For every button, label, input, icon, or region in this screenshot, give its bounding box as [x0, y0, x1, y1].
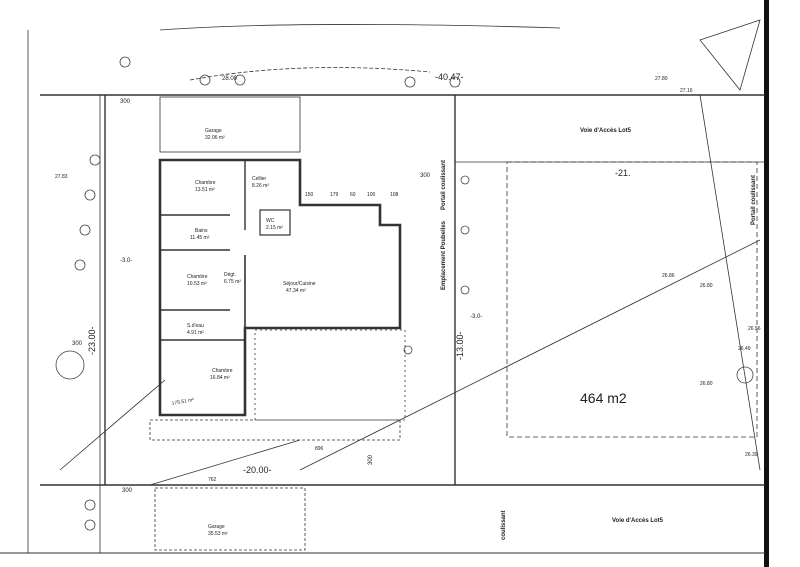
room-area: 4.91 m² [187, 330, 204, 336]
room-labels: Garage 32.06 m² Chambre 13.51 m² Cellier… [187, 128, 316, 537]
room-name: Chambre [212, 368, 233, 374]
level-label: -40.47- [435, 72, 464, 82]
dimension: 60 [350, 192, 356, 198]
room-area: 8.26 m² [252, 183, 269, 189]
room-area: 35.53 m² [208, 531, 228, 537]
level-label: -23.00- [87, 326, 97, 355]
garage-bottom [154, 487, 306, 551]
dimension: 28.00 [222, 76, 238, 82]
wc-walls [259, 209, 291, 236]
dimension: 150 [305, 192, 314, 198]
gate-right-label: Portail coulissant [751, 175, 757, 225]
room-area: 10.53 m² [187, 281, 207, 287]
elevation: 26.80 [700, 283, 713, 289]
terrace-area-label: 175.51 m² [171, 397, 195, 407]
room-area: 11.45 m² [190, 235, 210, 241]
elevation: 27.80 [655, 76, 668, 82]
dimension: 300 [72, 341, 83, 347]
room-name: S.d'eau [187, 323, 204, 329]
garage-top [159, 96, 301, 153]
dimension: 300 [368, 454, 374, 465]
elevation: 26.39 [745, 452, 758, 458]
elevation: 27.83 [55, 174, 68, 180]
elevation: 26.80 [700, 381, 713, 387]
elevation: 26.86 [662, 273, 675, 279]
level-label: -3.0- [470, 314, 482, 320]
room-name: Cellier [252, 176, 267, 182]
room-name: Bains [195, 228, 208, 234]
property-curve [159, 24, 561, 31]
room-area: 47.34 m² [286, 288, 306, 294]
house-walls [158, 158, 402, 417]
room-area: 2.15 m² [266, 225, 283, 231]
level-label: -21. [615, 168, 631, 178]
room-name: Séjour/Cuisine [283, 281, 316, 287]
dimension: 300 [122, 488, 133, 494]
dimension: 100 [367, 192, 376, 198]
contour-line [189, 67, 431, 81]
room-area: 32.06 m² [205, 135, 225, 141]
terrace-area [254, 329, 406, 421]
buildable-zone [506, 161, 758, 438]
dimension: 300 [420, 173, 431, 179]
room-name: Garage [205, 128, 222, 134]
elevation: 26.56 [748, 326, 761, 332]
level-label: -3.0- [120, 258, 132, 264]
room-name: Chambre [187, 274, 208, 280]
road-label-bottom: Voie d'Accès Lot5 [612, 518, 664, 524]
dimension: 300 [120, 99, 131, 105]
trees [55, 56, 754, 531]
room-name: Chambre [195, 180, 216, 186]
dimension: 762 [208, 477, 217, 483]
dimension: 896 [315, 446, 324, 452]
elevation: 26.49 [738, 346, 751, 352]
room-name: Garage [208, 524, 225, 530]
road-label-top: Voie d'Accès Lot5 [580, 128, 632, 134]
room-name: WC [266, 218, 275, 224]
diagonal-line [699, 94, 761, 471]
bins-label: Emplacement Poubelles [441, 220, 447, 290]
scan-border [764, 0, 769, 567]
level-label: -20.00- [243, 465, 272, 475]
diagonal-line [299, 239, 761, 471]
lot-area: 464 m2 [580, 390, 627, 406]
diagonal-line [59, 379, 166, 471]
level-label: -13.00- [455, 331, 465, 360]
dimension: 179 [330, 192, 339, 198]
gate-bottom-label: coulissant [501, 510, 507, 540]
room-area: 13.51 m² [195, 187, 215, 193]
diagonal-line [149, 439, 301, 486]
elevation: 27.16 [680, 88, 693, 94]
room-name: Dégt. [224, 272, 236, 278]
dimension: 108 [390, 192, 399, 198]
room-area: 6.75 m² [224, 279, 241, 285]
room-area: 16.84 m² [210, 375, 230, 381]
gate-label: Portail coulissant [441, 160, 447, 210]
north-arrow-shape [699, 19, 761, 91]
